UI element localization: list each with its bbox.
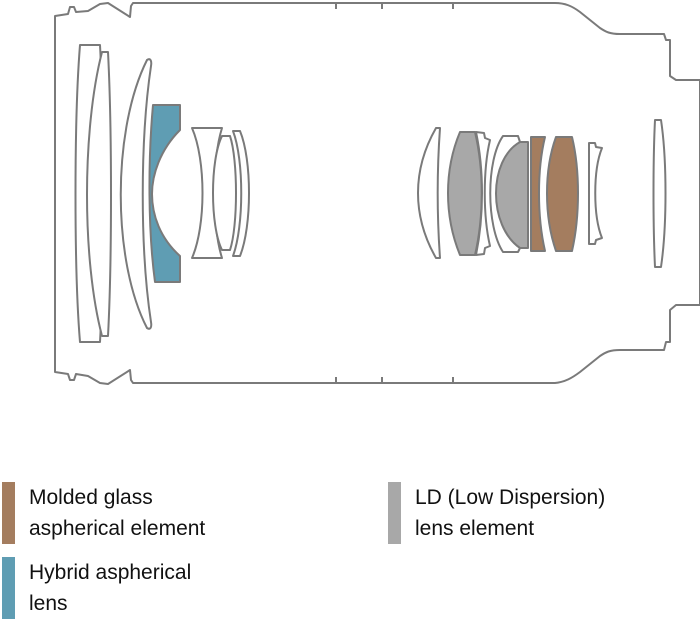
molded-glass-swatch bbox=[2, 482, 15, 544]
front-lens-6 bbox=[212, 135, 237, 251]
legend-label-ld-element: LD (Low Dispersion) lens element bbox=[415, 486, 606, 540]
legend-item-ld-element: LD (Low Dispersion) lens element bbox=[388, 482, 605, 544]
molded-aspherical-lens-2 bbox=[546, 136, 579, 252]
legend-label-molded-glass: Molded glass aspherical element bbox=[29, 486, 206, 540]
rear-lens-9 bbox=[652, 119, 667, 268]
legend-label-hybrid-aspherical: Hybrid aspherical lens bbox=[29, 561, 192, 615]
hybrid-aspherical-swatch bbox=[2, 557, 15, 619]
rear-lens-3 bbox=[475, 131, 491, 256]
lens-construction-diagram bbox=[54, 2, 700, 385]
front-lens-2 bbox=[86, 51, 112, 337]
rear-lens-1 bbox=[417, 127, 441, 259]
front-lens-7 bbox=[232, 130, 250, 257]
molded-aspherical-lens-1 bbox=[530, 136, 546, 252]
legend-item-hybrid-aspherical: Hybrid aspherical lens bbox=[2, 557, 191, 619]
ld-element-swatch bbox=[388, 482, 401, 544]
hybrid-aspherical-lens bbox=[148, 104, 181, 283]
barrel-tick-marks bbox=[335, 3, 454, 383]
ld-lens-1 bbox=[447, 131, 483, 256]
legend-item-molded-glass: Molded glass aspherical element bbox=[2, 482, 205, 544]
ld-lens-2 bbox=[495, 141, 529, 249]
rear-lens-8 bbox=[588, 142, 603, 245]
front-lens-3 bbox=[119, 58, 153, 330]
lens-barrel-outline bbox=[54, 2, 700, 385]
